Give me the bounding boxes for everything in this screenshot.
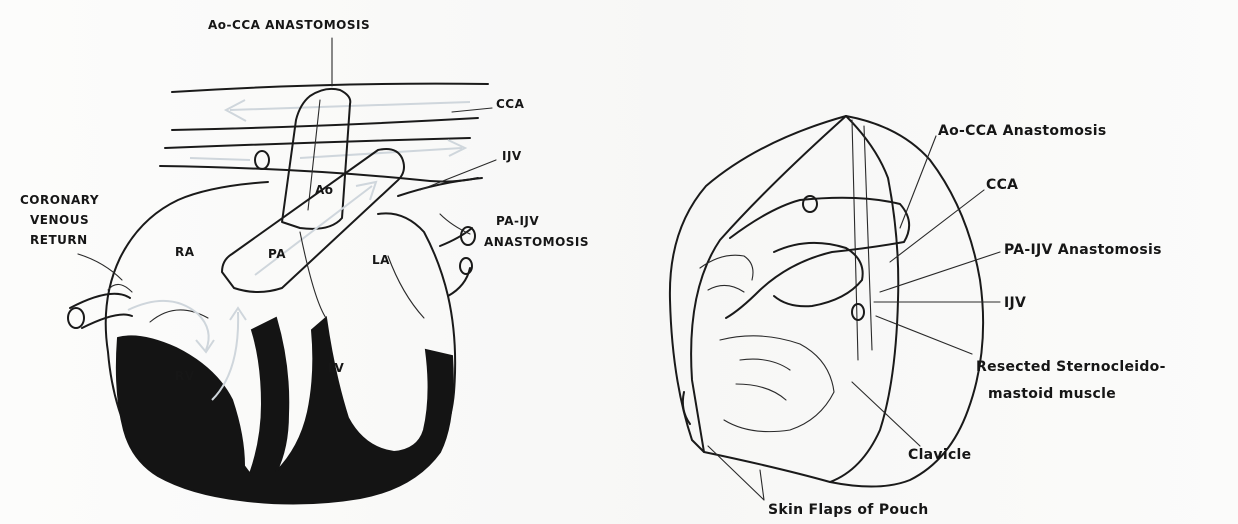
muscle-label-1: Resected Sternocleido-: [976, 360, 1166, 374]
coronary-label-3: RETURN: [30, 234, 88, 246]
pa-ijv-tube-right: [774, 243, 863, 306]
pa-label: PA: [268, 248, 286, 260]
cca-label: CCA: [496, 98, 524, 110]
pa-ijv-label-1: PA-IJV: [496, 215, 539, 227]
ao-label: Ao: [315, 184, 334, 196]
ra-label: RA: [175, 246, 195, 258]
coronary-label-2: VENOUS: [30, 214, 89, 226]
muscle-label-2: mastoid muscle: [988, 387, 1116, 401]
lv-label: LV: [328, 362, 344, 374]
cca-tube-right: [726, 198, 909, 318]
ijv-right-label: IJV: [1004, 296, 1026, 310]
pa-ijv-label-2: ANASTOMOSIS: [484, 236, 589, 248]
skin-flap-left: [691, 116, 846, 452]
pa-ijv-anastomosis-label: PA-IJV Anastomosis: [1004, 243, 1162, 257]
skin-flaps-label: Skin Flaps of Pouch: [768, 503, 928, 517]
la-label: LA: [372, 254, 390, 266]
clavicle-label: Clavicle: [908, 448, 971, 462]
pouch-outline: [670, 116, 983, 487]
ao-cca-title-label: Ao-CCA ANASTOMOSIS: [208, 19, 370, 31]
rv-label: RV: [175, 370, 195, 382]
cca-right-label: CCA: [986, 178, 1018, 192]
skin-flap-right: [830, 116, 898, 482]
coronary-label-1: CORONARY: [20, 194, 99, 206]
ijv-label: IJV: [502, 150, 522, 162]
ao-cca-anastomosis-label: Ao-CCA Anastomosis: [938, 124, 1107, 138]
